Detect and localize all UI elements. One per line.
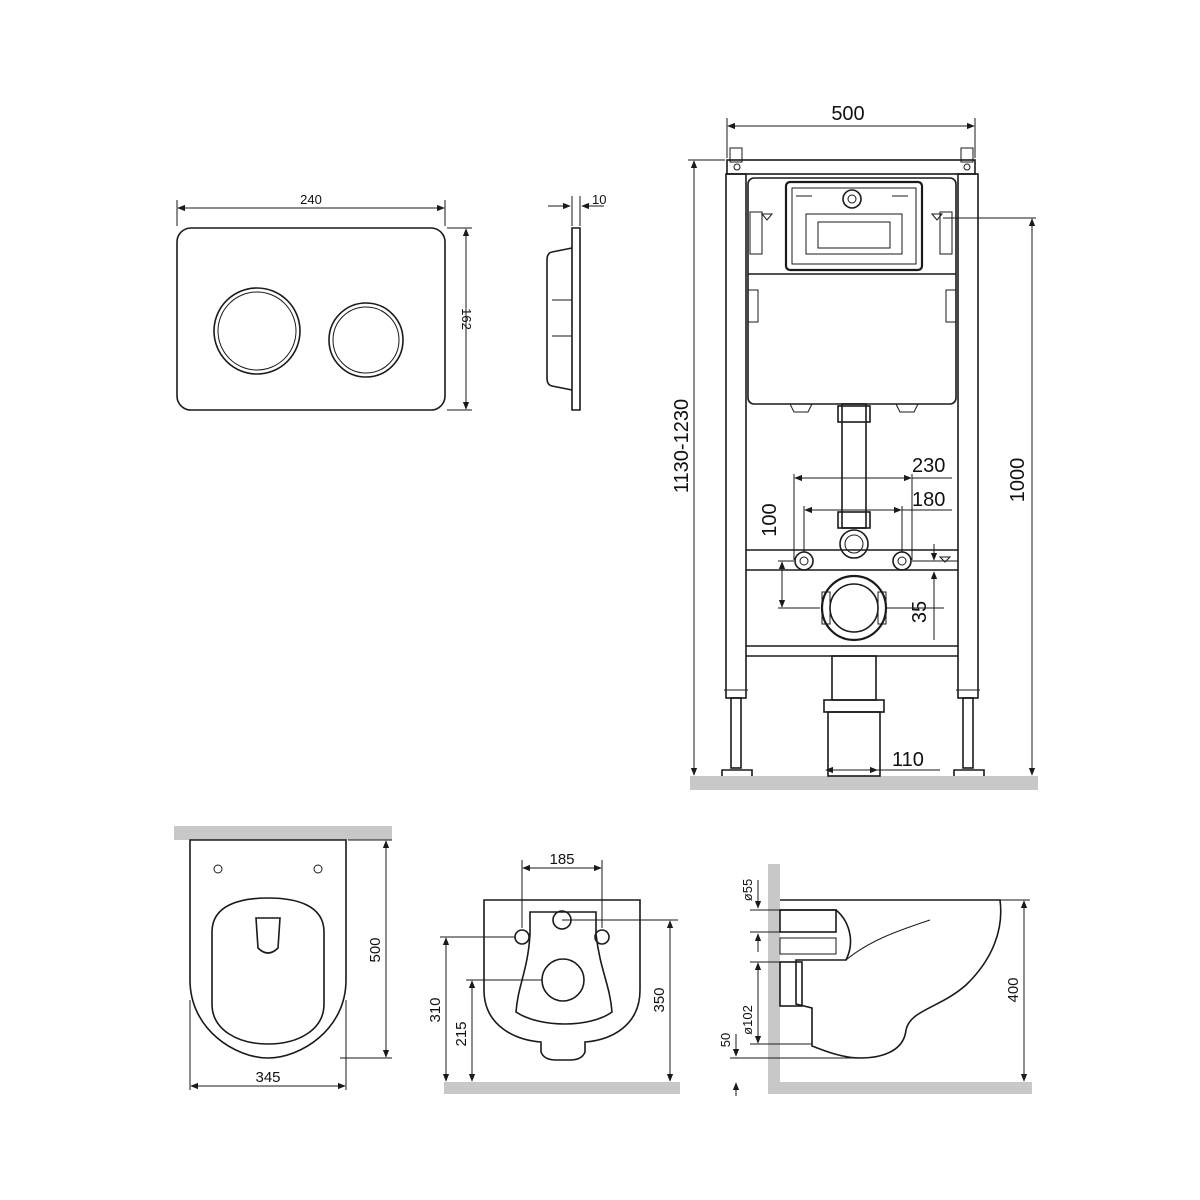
side-height-label: 400 — [1005, 977, 1022, 1002]
bowl-side-view: ø55 ø102 50 400 — [718, 864, 1032, 1096]
flush-plate-side: 10 — [546, 192, 606, 411]
frame-floor — [690, 776, 1038, 790]
mount-spacing-outer-label: 230 — [912, 455, 945, 477]
bowl-length-label: 500 — [367, 937, 384, 962]
plate-depth-label: 10 — [592, 192, 606, 207]
installation-frame: 500 1130-1230 1000 230 180 100 35 — [671, 103, 1038, 790]
outlet-diameter-label: ø102 — [740, 1005, 755, 1035]
inlet-diameter-label: ø55 — [740, 879, 755, 901]
top-view-wall — [174, 826, 392, 840]
plate-height-label: 162 — [459, 308, 474, 330]
mount-height-label: 100 — [759, 503, 781, 536]
frame-height-range-label: 1130-1230 — [671, 399, 693, 493]
cistern-service-panel — [784, 180, 924, 272]
frame-width-label: 500 — [831, 103, 864, 125]
drain-pipe-label: 110 — [892, 749, 924, 771]
seat-outline — [211, 897, 325, 1045]
hole-height-label: 310 — [427, 997, 444, 1022]
side-view-floor — [768, 1082, 1032, 1094]
side-view-wall — [768, 864, 780, 1094]
rear-outlet — [541, 958, 585, 1002]
drain-offset-label: 35 — [909, 601, 931, 623]
mount-stud-right — [892, 551, 912, 571]
plate-width-label: 240 — [300, 192, 322, 207]
mount-spacing-inner-label: 180 — [912, 489, 945, 511]
drain-outlet — [820, 574, 888, 642]
bowl-rear-view: 185 310 215 350 — [427, 851, 680, 1094]
bowl-top-view: 500 345 — [174, 826, 392, 1090]
mount-stud-left — [794, 551, 814, 571]
large-flush-button — [213, 287, 301, 375]
rear-view-floor — [444, 1082, 680, 1094]
small-flush-button — [328, 302, 404, 378]
bowl-width-label: 345 — [255, 1069, 280, 1086]
flush-plate-front: 240 162 — [176, 192, 474, 411]
rear-height-label: 350 — [651, 987, 668, 1012]
floor-offset-label: 50 — [718, 1033, 733, 1047]
outlet-height-label: 215 — [453, 1021, 470, 1046]
hole-spacing-label: 185 — [549, 851, 574, 868]
frame-1000-label: 1000 — [1007, 458, 1029, 503]
